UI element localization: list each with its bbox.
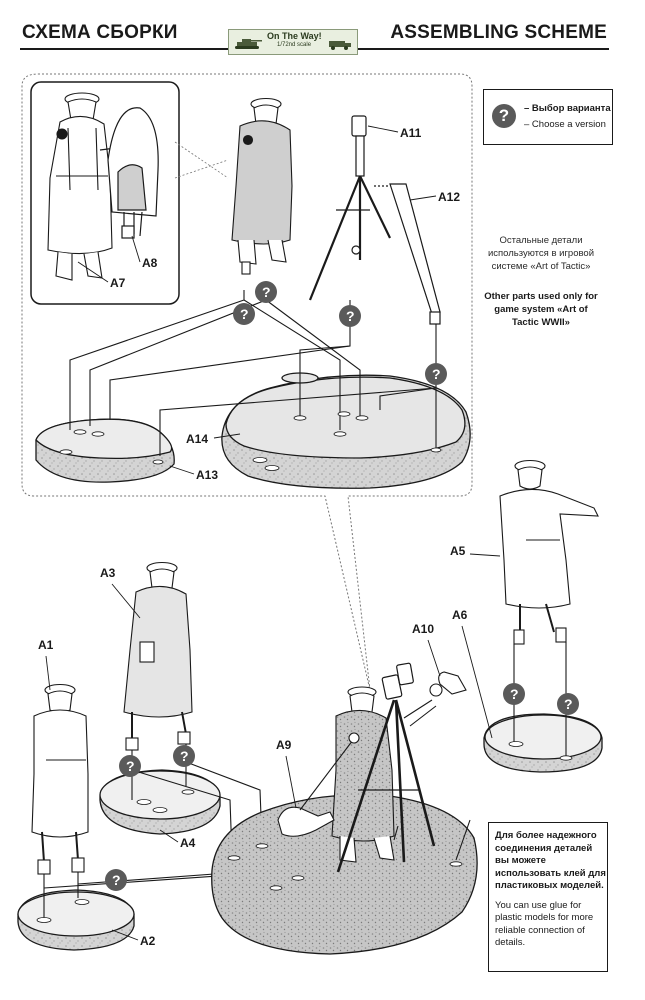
label-a13: A13 (196, 468, 219, 482)
title-english: ASSEMBLING SCHEME (390, 22, 607, 43)
choice-q: ? (180, 748, 189, 764)
label-a9: A9 (276, 738, 292, 752)
label-a2: A2 (140, 934, 156, 948)
side-note-russian: Остальные детали используются в игровой … (487, 235, 595, 272)
label-a4: A4 (180, 836, 196, 850)
label-a8: A8 (142, 256, 158, 270)
base-a4 (99, 769, 221, 835)
choice-q: ? (346, 308, 355, 324)
choice-q: ? (510, 686, 519, 702)
legend-box: ? – Выбор варианта – Choose a version (483, 89, 613, 145)
choice-q: ? (112, 872, 121, 888)
figure-crew-mortar (331, 686, 395, 863)
base-a13 (35, 418, 175, 483)
base-a2 (17, 889, 135, 951)
base-a9-crew (211, 794, 478, 955)
label-a11: A11 (400, 126, 422, 140)
choice-icon: ? (492, 104, 516, 128)
label-a12: A12 (438, 190, 461, 204)
title-russian: СХЕМА СБОРКИ (22, 22, 178, 43)
legend-english: – Choose a version (524, 119, 606, 130)
label-a5: A5 (450, 544, 466, 558)
part-a9-arms (277, 732, 360, 837)
glue-note-russian: Для более надежного соединения деталей в… (495, 830, 606, 891)
brand-scale: 1/72nd scale (277, 42, 312, 48)
base-a6 (483, 713, 603, 773)
brand-logo: On The Way! 1/72nd scale (228, 29, 358, 55)
crew-connection-lines (393, 819, 471, 861)
figure-a5 (499, 459, 599, 645)
side-note-english: Other parts used only for game system «A… (484, 291, 598, 328)
brand-name: On The Way! (267, 31, 322, 41)
choice-q: ? (240, 306, 249, 322)
glue-note-box: Для более надежного соединения деталей в… (488, 822, 608, 972)
figure-a3 (123, 561, 193, 751)
choice-q: ? (262, 284, 271, 300)
glue-note-english: You can use glue for plastic models for … (495, 899, 594, 949)
part-mortar-tripod (336, 662, 436, 873)
choice-q: ? (432, 366, 441, 382)
part-a8 (107, 107, 159, 239)
a1-choice-markers[interactable] (105, 869, 127, 891)
choice-q: ? (564, 696, 573, 712)
part-a10-hand (403, 671, 467, 727)
label-a7: A7 (110, 276, 126, 290)
figure-a7 (47, 92, 133, 281)
truck-icon (329, 41, 351, 50)
label-a6: A6 (452, 608, 468, 622)
legend-russian: – Выбор варианта (524, 103, 611, 114)
label-a10: A10 (412, 622, 435, 636)
a5-choice-markers[interactable] (503, 683, 579, 715)
footprint-marks (36, 411, 573, 923)
base-a14 (221, 372, 471, 489)
upper-choice-markers[interactable] (233, 281, 447, 385)
label-a1: A1 (38, 638, 54, 652)
label-a14: A14 (186, 432, 209, 446)
upper-connection-lines (69, 290, 437, 456)
figure-a1 (31, 683, 89, 875)
part-a12-leg (374, 183, 441, 325)
choice-q: ? (126, 758, 135, 774)
figure-upper-officer (231, 97, 293, 275)
part-a11-tripod (308, 115, 391, 301)
label-a3: A3 (100, 566, 116, 580)
tank-icon (235, 39, 262, 49)
a3-choice-markers[interactable] (119, 745, 195, 777)
